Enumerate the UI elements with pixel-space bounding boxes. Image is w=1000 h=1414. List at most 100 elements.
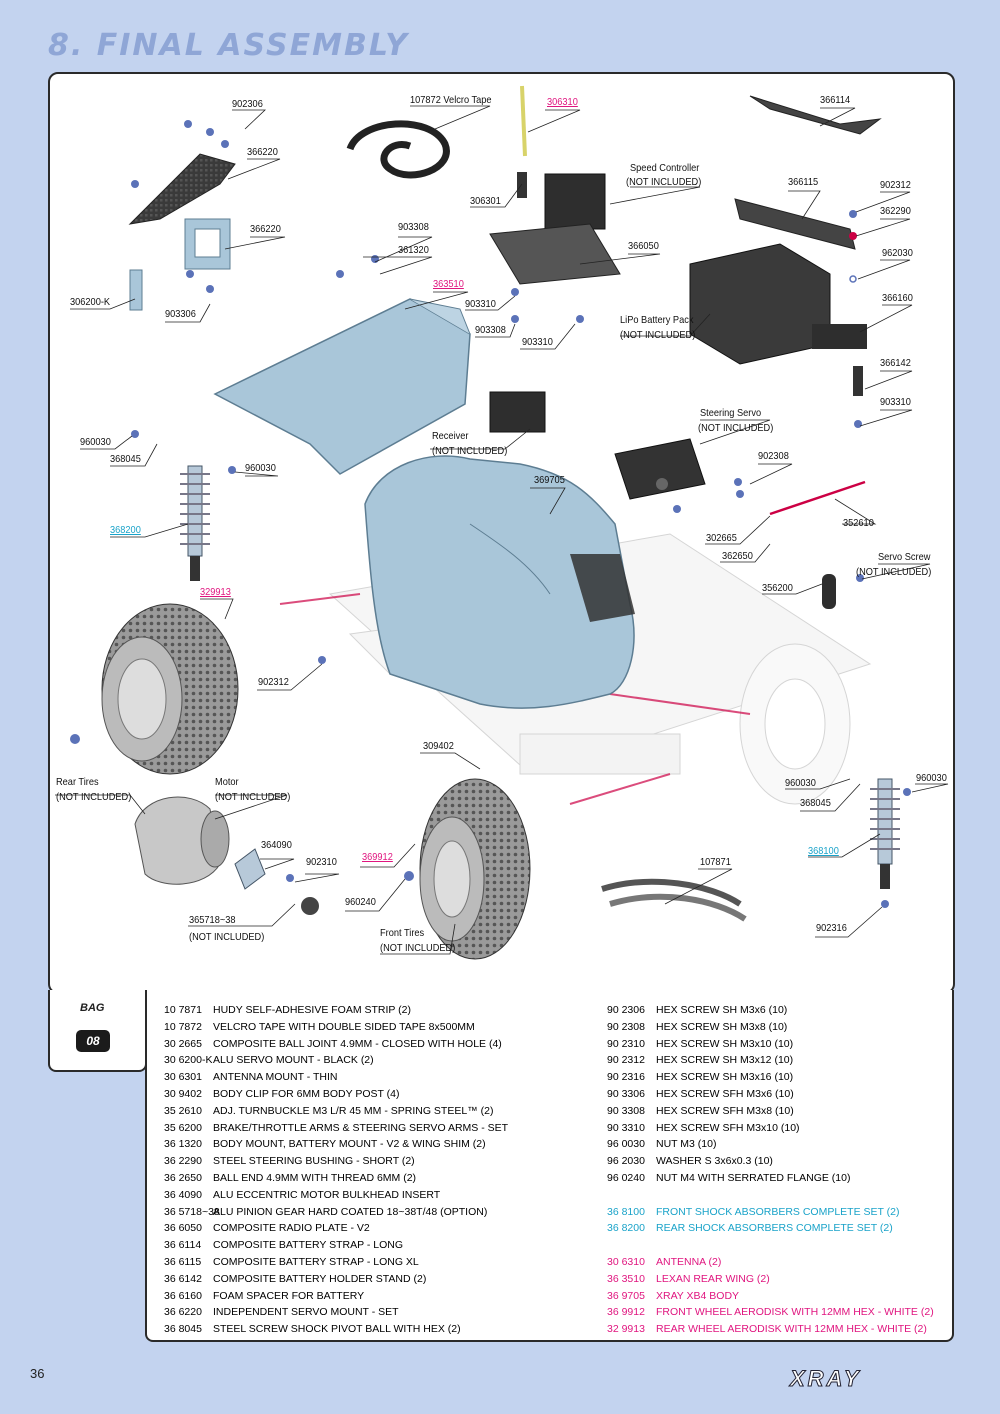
label-902312-a: 902312	[880, 179, 911, 191]
part-code: 36 8100	[607, 1205, 645, 1218]
part-description: REAR SHOCK ABSORBERS COMPLETE SET (2)	[656, 1222, 893, 1235]
part-description: STEEL SCREW SHOCK PIVOT BALL WITH HEX (2…	[213, 1323, 461, 1336]
part-description: BRAKE/THROTTLE ARMS & STEERING SERVO ARM…	[213, 1121, 509, 1134]
part-code: 30 9402	[164, 1087, 202, 1100]
part-code: 36 3510	[607, 1272, 645, 1285]
parts-list-row: 90 2308 HEX SCREW SH M3x8 (10)	[607, 1019, 934, 1036]
part-description: WASHER S 3x6x0.3 (10)	[656, 1155, 773, 1168]
part-code: 30 6301	[164, 1071, 202, 1084]
part-description: ALU PINION GEAR HARD COATED 18~38T/48 (O…	[213, 1205, 488, 1218]
part-code: 30 6310	[607, 1255, 645, 1268]
part-code: 90 2308	[607, 1020, 645, 1033]
part-code: 90 3310	[607, 1121, 645, 1134]
part-description: VELCRO TAPE WITH DOUBLE SIDED TAPE 8x500…	[213, 1020, 475, 1033]
label-902310: 902310	[306, 856, 337, 868]
part-code: 30 6200-K	[164, 1054, 213, 1067]
page-number: 36	[30, 1366, 45, 1381]
parts-list-gap	[607, 1237, 934, 1254]
label-lipo-battery-note: (NOT INCLUDED)	[620, 329, 696, 341]
label-362650: 362650	[722, 550, 753, 562]
label-361320: 361320	[398, 244, 429, 256]
label-366160: 366160	[882, 292, 913, 304]
part-code: 90 2310	[607, 1037, 645, 1050]
brand-logo: XRAY	[790, 1366, 862, 1392]
label-366115: 366115	[788, 176, 819, 188]
parts-list-row: 35 2610 ADJ. TURNBUCKLE M3 L/R 45 MM - SP…	[164, 1103, 508, 1120]
part-description: FRONT WHEEL AERODISK WITH 12MM HEX - WHI…	[656, 1306, 934, 1319]
part-description: REAR WHEEL AERODISK WITH 12MM HEX - WHIT…	[656, 1323, 927, 1336]
part-description: ADJ. TURNBUCKLE M3 L/R 45 MM - SPRING ST…	[213, 1104, 494, 1117]
label-speed-controller: Speed Controller	[630, 162, 700, 174]
label-903308-a: 903308	[398, 221, 429, 233]
exploded-assembly-diagram: 902306 107872 Velcro Tape 306310 366114 …	[48, 72, 955, 994]
label-902306: 902306	[232, 98, 263, 110]
label-903310-a: 903310	[465, 298, 496, 310]
label-368045-b: 368045	[800, 797, 831, 809]
parts-list-row: 10 7872 VELCRO TAPE WITH DOUBLE SIDED TAP…	[164, 1019, 508, 1036]
part-description: COMPOSITE BATTERY STRAP - LONG XL	[213, 1255, 419, 1268]
label-rear-tires: Rear Tires	[56, 776, 99, 788]
label-329913: 329913	[200, 586, 231, 598]
part-code: 36 6220	[164, 1306, 202, 1319]
label-365718-38: 365718~38	[189, 914, 236, 926]
part-code: 35 2610	[164, 1104, 202, 1117]
label-302665: 302665	[706, 532, 737, 544]
label-902316: 902316	[816, 922, 847, 934]
label-960030-d: 960030	[916, 772, 947, 784]
part-code: 10 7872	[164, 1020, 202, 1033]
part-description: COMPOSITE BATTERY STRAP - LONG	[213, 1239, 404, 1252]
part-code: 36 6115	[164, 1255, 202, 1268]
label-306200-k: 306200-K	[70, 296, 111, 308]
label-902312-b: 902312	[258, 676, 289, 688]
label-366220-b: 366220	[250, 223, 281, 235]
part-code: 36 2290	[164, 1155, 202, 1168]
label-front-tires: Front Tires	[380, 927, 425, 939]
label-368200: 368200	[110, 524, 141, 536]
part-code: 90 2312	[607, 1054, 645, 1067]
part-description: ALU ECCENTRIC MOTOR BULKHEAD INSERT	[213, 1188, 441, 1201]
part-description: INDEPENDENT SERVO MOUNT - SET	[213, 1306, 399, 1319]
label-960240: 960240	[345, 896, 376, 908]
bag-indicator: BAG 08	[48, 990, 147, 1072]
page-title: 8. FINAL ASSEMBLY	[48, 28, 409, 63]
part-description: HEX SCREW SH M3x16 (10)	[656, 1071, 794, 1084]
label-366050: 366050	[628, 240, 659, 252]
label-306301: 306301	[470, 195, 501, 207]
label-356200: 356200	[762, 582, 793, 594]
label-366220-a: 366220	[247, 146, 278, 158]
part-code: 10 7871	[164, 1004, 202, 1016]
part-description: NUT M4 WITH SERRATED FLANGE (10)	[656, 1171, 851, 1184]
part-code: 90 2316	[607, 1071, 645, 1084]
parts-list-row: 36 6220 INDEPENDENT SERVO MOUNT - SET	[164, 1304, 508, 1321]
label-speed-controller-note: (NOT INCLUDED)	[626, 176, 702, 188]
label-366142: 366142	[880, 357, 911, 369]
part-description: COMPOSITE RADIO PLATE - V2	[213, 1222, 370, 1235]
part-code: 36 1320	[164, 1138, 202, 1151]
part-code: 36 6142	[164, 1272, 202, 1285]
part-description: HEX SCREW SH M3x8 (10)	[656, 1020, 788, 1033]
label-364090: 364090	[261, 839, 292, 851]
label-309402: 309402	[423, 740, 454, 752]
label-369705: 369705	[534, 474, 565, 486]
parts-list-row: 90 2316 HEX SCREW SH M3x16 (10)	[607, 1069, 934, 1086]
part-description: ALU SERVO MOUNT - BLACK (2)	[213, 1054, 374, 1067]
label-rear-tires-note: (NOT INCLUDED)	[56, 791, 132, 803]
label-receiver: Receiver	[432, 430, 469, 442]
label-306310: 306310	[547, 96, 578, 108]
part-description: HEX SCREW SFH M3x6 (10)	[656, 1087, 794, 1100]
part-description: FRONT SHOCK ABSORBERS COMPLETE SET (2)	[656, 1205, 900, 1218]
parts-list-row: 36 6115 COMPOSITE BATTERY STRAP - LONG XL	[164, 1254, 508, 1271]
